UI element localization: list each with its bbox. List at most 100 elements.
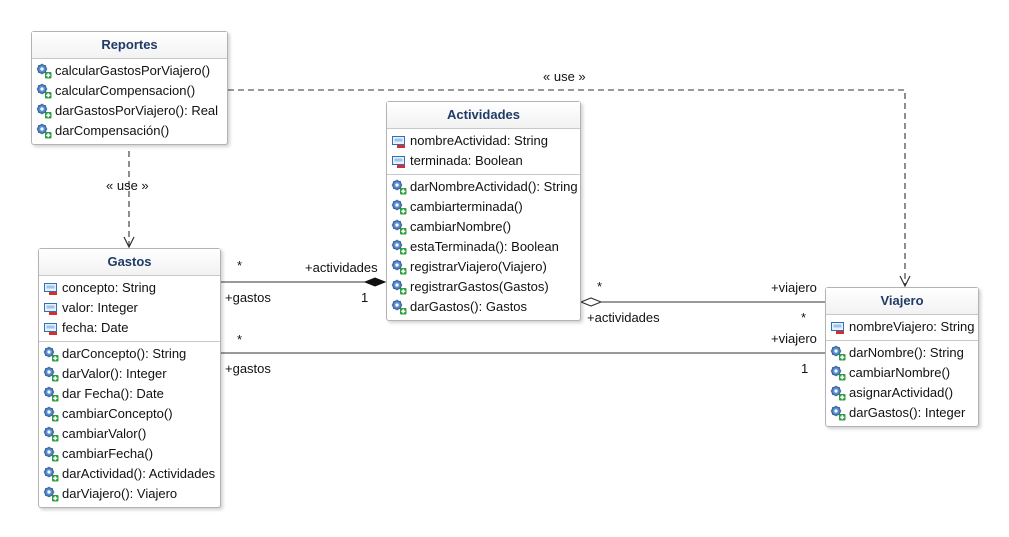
attribute-text: nombreActividad: String — [410, 133, 549, 148]
operation-row[interactable]: darViajero(): Viajero — [39, 484, 220, 504]
operation-row[interactable]: darGastos(): Gastos — [387, 297, 580, 317]
operation-row[interactable]: cambiarFecha() — [39, 444, 220, 464]
role-label: +actividades — [587, 310, 660, 325]
operations-section: calcularGastosPorViajero() calcularCompen… — [32, 59, 227, 144]
method-public-icon — [43, 406, 59, 422]
method-public-icon — [391, 199, 407, 215]
field-private-icon — [391, 133, 407, 149]
role-label: +actividades — [305, 260, 378, 275]
method-public-icon — [36, 83, 52, 99]
operation-text: asignarActividad() — [849, 385, 954, 400]
operation-row[interactable]: calcularGastosPorViajero() — [32, 61, 227, 81]
attribute-text: fecha: Date — [62, 320, 129, 335]
class-viajero[interactable]: Viajero nombreViajero: String darNombre(… — [825, 287, 979, 427]
operation-text: darConcepto(): String — [62, 346, 187, 361]
role-label: +gastos — [225, 290, 271, 305]
field-private-icon — [43, 320, 59, 336]
operation-text: darGastosPorViajero(): Real — [55, 103, 219, 118]
operation-row[interactable]: cambiarConcepto() — [39, 404, 220, 424]
multiplicity-label: 1 — [361, 290, 369, 305]
method-public-icon — [391, 259, 407, 275]
operation-row[interactable]: registrarViajero(Viajero) — [387, 257, 580, 277]
method-public-icon — [830, 385, 846, 401]
method-public-icon — [43, 466, 59, 482]
operation-row[interactable]: dar Fecha(): Date — [39, 384, 220, 404]
field-private-icon — [830, 319, 846, 335]
operation-row[interactable]: cambiarValor() — [39, 424, 220, 444]
operation-text: estaTerminada(): Boolean — [410, 239, 559, 254]
role-label: +viajero — [771, 280, 817, 295]
attributes-section: concepto: String valor: Integer fecha: Dat… — [39, 276, 220, 341]
method-public-icon — [43, 486, 59, 502]
aggregation-diamond — [579, 297, 603, 307]
field-private-icon — [391, 153, 407, 169]
method-public-icon — [43, 366, 59, 382]
operation-row[interactable]: calcularCompensacion() — [32, 81, 227, 101]
operation-row[interactable]: estaTerminada(): Boolean — [387, 237, 580, 257]
attribute-text: concepto: String — [62, 280, 156, 295]
use-label-top: « use » — [543, 69, 586, 84]
attribute-row[interactable]: nombreViajero: String — [826, 317, 978, 337]
operation-text: cambiarNombre() — [410, 219, 512, 234]
operation-text: darGastos(): Integer — [849, 405, 966, 420]
operation-text: dar Fecha(): Date — [62, 386, 164, 401]
operation-row[interactable]: cambiarNombre() — [826, 363, 978, 383]
class-title: Viajero — [826, 288, 978, 315]
operation-text: darNombreActividad(): String — [410, 179, 578, 194]
class-reportes[interactable]: Reportes calcularGastosPorViajero()calcu… — [31, 31, 228, 145]
operation-row[interactable]: cambiarNombre() — [387, 217, 580, 237]
method-public-icon — [43, 386, 59, 402]
class-title: Reportes — [32, 32, 227, 59]
attribute-row[interactable]: valor: Integer — [39, 298, 220, 318]
attributes-section: nombreViajero: String — [826, 315, 978, 340]
operation-row[interactable]: cambiarterminada() — [387, 197, 580, 217]
method-public-icon — [36, 103, 52, 119]
operations-section: darConcepto(): String darValor(): Integer… — [39, 341, 220, 507]
multiplicity-label: * — [237, 258, 243, 273]
method-public-icon — [391, 299, 407, 315]
dependency-reportes-viajero[interactable] — [228, 89, 905, 286]
use-label-left: « use » — [106, 178, 149, 193]
method-public-icon — [391, 239, 407, 255]
method-public-icon — [830, 405, 846, 421]
operation-text: darGastos(): Gastos — [410, 299, 528, 314]
operation-text: cambiarValor() — [62, 426, 147, 441]
operation-row[interactable]: darValor(): Integer — [39, 364, 220, 384]
attribute-row[interactable]: nombreActividad: String — [387, 131, 580, 151]
operation-row[interactable]: asignarActividad() — [826, 383, 978, 403]
operation-row[interactable]: darNombreActividad(): String — [387, 177, 580, 197]
method-public-icon — [391, 279, 407, 295]
operation-row[interactable]: darGastos(): Integer — [826, 403, 978, 423]
operation-row[interactable]: darConcepto(): String — [39, 344, 220, 364]
operation-row[interactable]: darCompensación() — [32, 121, 227, 141]
operation-row[interactable]: darActividad(): Actividades — [39, 464, 220, 484]
operation-text: cambiarterminada() — [410, 199, 523, 214]
multiplicity-label: * — [237, 332, 243, 347]
attribute-row[interactable]: fecha: Date — [39, 318, 220, 338]
operation-row[interactable]: darGastosPorViajero(): Real — [32, 101, 227, 121]
role-label: +viajero — [771, 331, 817, 346]
operation-text: darCompensación() — [55, 123, 170, 138]
operation-row[interactable]: registrarGastos(Gastos) — [387, 277, 580, 297]
operation-text: cambiarNombre() — [849, 365, 951, 380]
operation-text: registrarGastos(Gastos) — [410, 279, 549, 294]
operation-text: cambiarFecha() — [62, 446, 154, 461]
operation-text: darValor(): Integer — [62, 366, 167, 381]
attribute-row[interactable]: terminada: Boolean — [387, 151, 580, 171]
method-public-icon — [43, 426, 59, 442]
operation-text: cambiarConcepto() — [62, 406, 173, 421]
method-public-icon — [830, 365, 846, 381]
method-public-icon — [43, 346, 59, 362]
operation-text: calcularCompensacion() — [55, 83, 196, 98]
multiplicity-label: * — [801, 310, 807, 325]
attribute-text: valor: Integer — [62, 300, 138, 315]
multiplicity-label: 1 — [801, 361, 809, 376]
attribute-row[interactable]: concepto: String — [39, 278, 220, 298]
role-label: +gastos — [225, 361, 271, 376]
composition-diamond — [363, 277, 387, 287]
operations-section: darNombreActividad(): String cambiartermi… — [387, 174, 580, 320]
method-public-icon — [391, 219, 407, 235]
operation-row[interactable]: darNombre(): String — [826, 343, 978, 363]
